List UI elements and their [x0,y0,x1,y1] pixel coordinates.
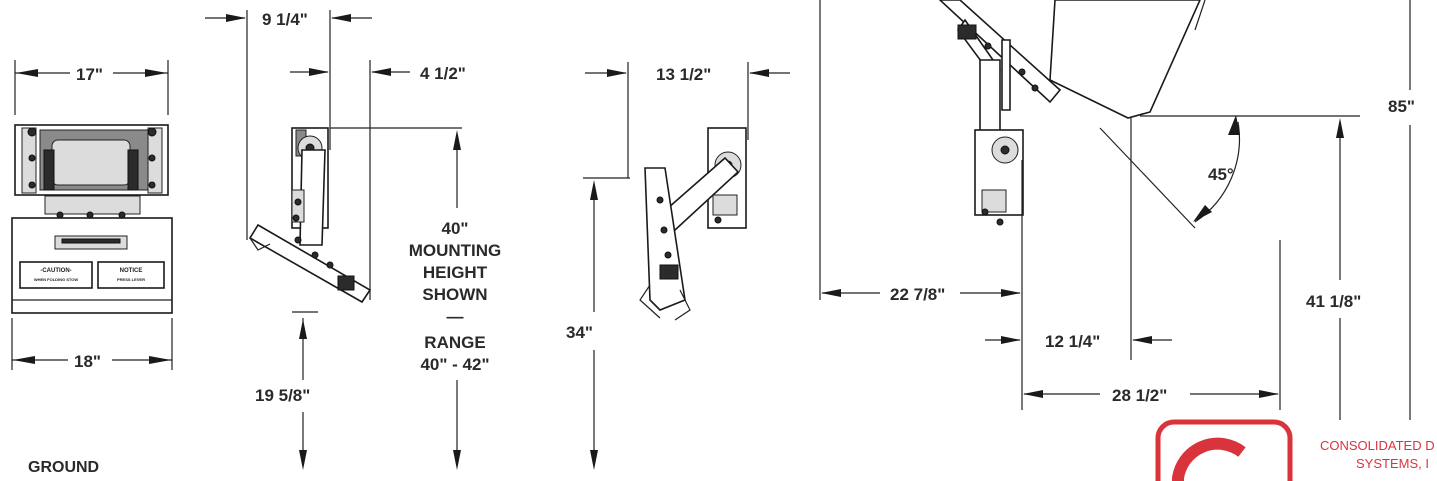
mount-text-mounting: MOUNTING [409,241,502,260]
dim-12-1-4: 12 1/4" [1045,332,1100,351]
dim-13-1-2: 13 1/2" [656,65,711,84]
logo-frame [1155,419,1293,481]
brand-logo: CONSOLIDATED D SYSTEMS, I [1155,419,1435,481]
dim-41-1-8: 41 1/8" [1306,292,1361,311]
logo-letter-c [1172,437,1246,481]
front-view: 17" -CAUTION- WHEN FOLDING STOW NOTICE P… [11,60,173,371]
caution-label: -CAUTION- [40,268,71,274]
front-width-17: 17" [76,65,103,84]
mount-height-value: 40" [442,219,469,238]
dim-4-1-2: 4 1/2" [420,64,466,83]
dim-28-1-2: 28 1/2" [1112,386,1167,405]
mount-text-shown: SHOWN [422,285,487,304]
dim-34: 34" [566,323,593,342]
notice-fine-print: PRESS LEVER [117,277,145,282]
brand-name-line2: SYSTEMS, I [1356,456,1429,471]
side-view-stowed: 9 1/4" 4 1/2" 19 5/8" [205,10,466,470]
dim-9-1-4: 9 1/4" [262,10,308,29]
mount-text-dash: — [447,307,464,326]
mount-range-value: 40" - 42" [420,355,489,374]
notice-label: NOTICE [120,268,143,274]
mount-text-height: HEIGHT [423,263,488,282]
dim-19-5-8: 19 5/8" [255,386,310,405]
dim-85: 85" [1388,97,1415,116]
side-view-deployed: 45° 22 7/8" 12 1/4" 28 1/2" 41 1/8" 85" [819,0,1415,420]
caution-fine-print: WHEN FOLDING STOW [34,277,79,282]
ground-label: GROUND [28,459,99,476]
dim-45-deg: 45° [1208,165,1234,184]
side-view-folded: 13 1/2" 34" [566,62,790,470]
brand-name-line1: CONSOLIDATED D [1320,438,1435,453]
dim-22-7-8: 22 7/8" [890,285,945,304]
front-width-18: 18" [74,352,101,371]
mount-text-range: RANGE [424,333,485,352]
mounting-note: 40" MOUNTING HEIGHT SHOWN — RANGE 40" - … [330,127,502,470]
